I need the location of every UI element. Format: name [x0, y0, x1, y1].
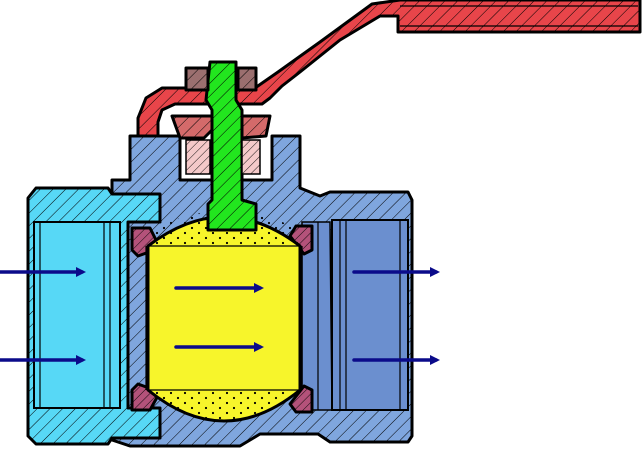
valve-stem [204, 60, 258, 232]
lever-handle [136, 0, 642, 160]
packing-rings [185, 139, 261, 175]
ball [145, 211, 303, 423]
inlet-end-connector [26, 186, 162, 446]
packing-nut [184, 66, 258, 92]
gland-follower [170, 114, 272, 140]
flow-arrows [0, 267, 440, 365]
seat-upper-right [288, 224, 314, 256]
